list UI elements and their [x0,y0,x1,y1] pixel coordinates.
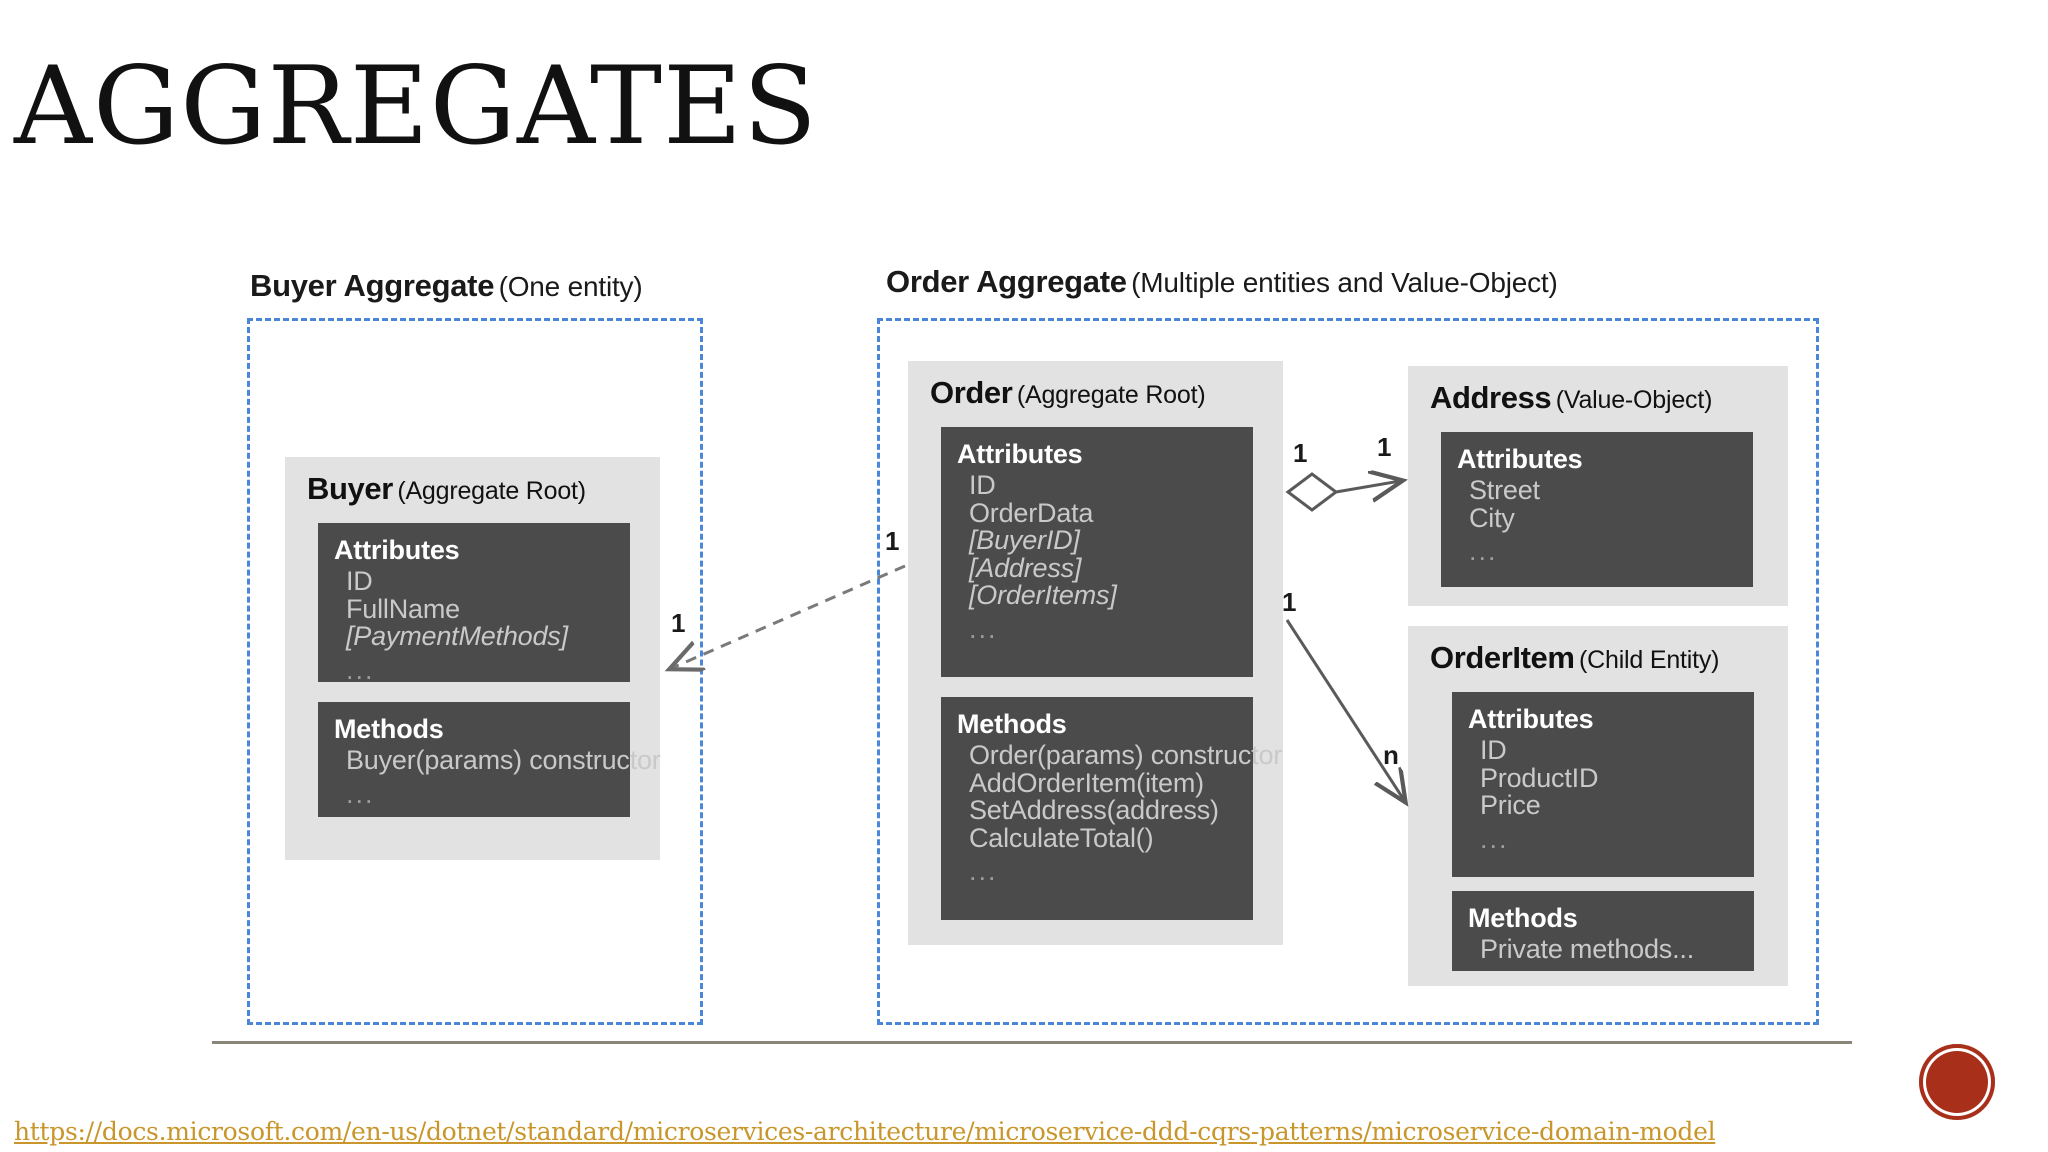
orderitem-method-private: Private methods... [1480,934,1694,964]
address-attribute-city: City [1469,502,1515,533]
order-attributes-ellipsis: ... [969,613,998,644]
buyer-attribute-fullname: FullName [346,593,460,624]
multiplicity-order-to-buyer-1: 1 [885,526,900,556]
order-aggregate-name: Order Aggregate [886,264,1127,299]
orderitem-entity-name: OrderItem [1430,640,1575,675]
buyer-methods-ellipsis: ... [346,778,375,809]
entity-card-address[interactable]: Address (Value-Object) Attributes Street… [1408,366,1788,606]
orderitem-attributes-ellipsis: ... [1480,823,1509,854]
order-methods-panel: Methods Order(params) constructor AddOrd… [941,697,1283,920]
order-attribute-buyerid: [BuyerID] [969,525,1080,556]
address-entity-name: Address [1430,380,1552,415]
address-entity-title: Address (Value-Object) [1430,380,1712,416]
address-attributes-ellipsis: ... [1469,536,1498,567]
buyer-attributes-panel: Attributes ID FullName [PaymentMethods] … [318,523,630,685]
orderitem-attribute-productid: ProductID [1480,762,1599,793]
buyer-attributes-heading: Attributes [334,535,460,565]
multiplicity-order-to-address-1: 1 [1293,438,1308,468]
buyer-entity-title: Buyer (Aggregate Root) [307,471,586,507]
order-method-calculatetotal: CalculateTotal() [969,822,1154,853]
order-method-addorderitem: AddOrderItem(item) [969,767,1204,798]
order-entity-name: Order [930,375,1013,410]
multiplicity-buyer-1: 1 [671,608,686,638]
buyer-methods-heading: Methods [334,714,444,744]
order-methods-heading: Methods [957,709,1067,739]
buyer-aggregate-name: Buyer Aggregate [250,268,495,303]
aggregates-diagram: Buyer Aggregate (One entity) Order Aggre… [247,264,1819,1025]
buyer-method-constructor: Buyer(params) constructor [346,745,661,775]
entity-card-order[interactable]: Order (Aggregate Root) Attributes ID Ord… [908,361,1283,945]
brand-seal-logo [1919,1044,1995,1120]
order-method-setaddress: SetAddress(address) [969,795,1219,826]
order-method-constructor: Order(params) constructor [969,740,1283,770]
orderitem-entity-subtitle: (Child Entity) [1579,646,1720,674]
address-attribute-street: Street [1469,475,1540,505]
order-aggregate-label: Order Aggregate (Multiple entities and V… [886,264,1558,300]
relation-order-to-buyer [672,564,906,668]
address-attributes-panel: Attributes Street City ... [1441,432,1753,587]
source-url-link[interactable]: https://docs.microsoft.com/en-us/dotnet/… [14,1117,1716,1146]
entity-card-orderitem[interactable]: OrderItem (Child Entity) Attributes ID P… [1408,626,1788,986]
buyer-attribute-paymentmethods: [PaymentMethods] [346,621,568,652]
multiplicity-address-1: 1 [1377,432,1392,462]
order-aggregate-subtitle: (Multiple entities and Value-Object) [1131,267,1558,298]
page-title: AGGREGATES [14,44,818,169]
order-attribute-orderitems: [OrderItems] [969,580,1117,611]
address-attributes-heading: Attributes [1457,444,1583,474]
buyer-attributes-ellipsis: ... [346,654,375,685]
buyer-methods-panel: Methods Buyer(params) constructor ... [318,702,661,817]
order-attributes-heading: Attributes [957,439,1083,469]
multiplicity-orderitem-n: n [1383,740,1399,770]
orderitem-methods-heading: Methods [1468,903,1578,933]
order-entity-title: Order (Aggregate Root) [930,375,1206,411]
footer-divider [212,1041,1852,1044]
orderitem-attributes-panel: Attributes ID ProductID Price ... [1452,692,1754,877]
buyer-attribute-id: ID [346,566,373,596]
order-attribute-orderdata: OrderData [969,497,1094,528]
buyer-aggregate-label: Buyer Aggregate (One entity) [250,268,643,304]
buyer-entity-subtitle: (Aggregate Root) [397,477,586,505]
order-attribute-address: [Address] [969,552,1082,583]
multiplicity-order-to-orderitem-1: 1 [1282,587,1297,617]
address-entity-subtitle: (Value-Object) [1555,386,1713,414]
orderitem-attributes-heading: Attributes [1468,704,1594,734]
orderitem-attribute-price: Price [1480,790,1541,821]
order-entity-subtitle: (Aggregate Root) [1016,381,1206,409]
orderitem-attribute-id: ID [1480,735,1507,765]
entity-card-buyer[interactable]: Buyer (Aggregate Root) Attributes ID Ful… [285,457,661,860]
order-attribute-id: ID [969,470,996,500]
order-methods-ellipsis: ... [969,856,998,887]
orderitem-methods-panel: Methods Private methods... [1452,891,1754,971]
order-attributes-panel: Attributes ID OrderData [BuyerID] [Addre… [941,427,1253,677]
order-aggregate-boundary [877,318,1819,1025]
buyer-aggregate-subtitle: (One entity) [498,271,643,302]
orderitem-entity-title: OrderItem (Child Entity) [1430,640,1720,676]
buyer-entity-name: Buyer [307,471,393,506]
